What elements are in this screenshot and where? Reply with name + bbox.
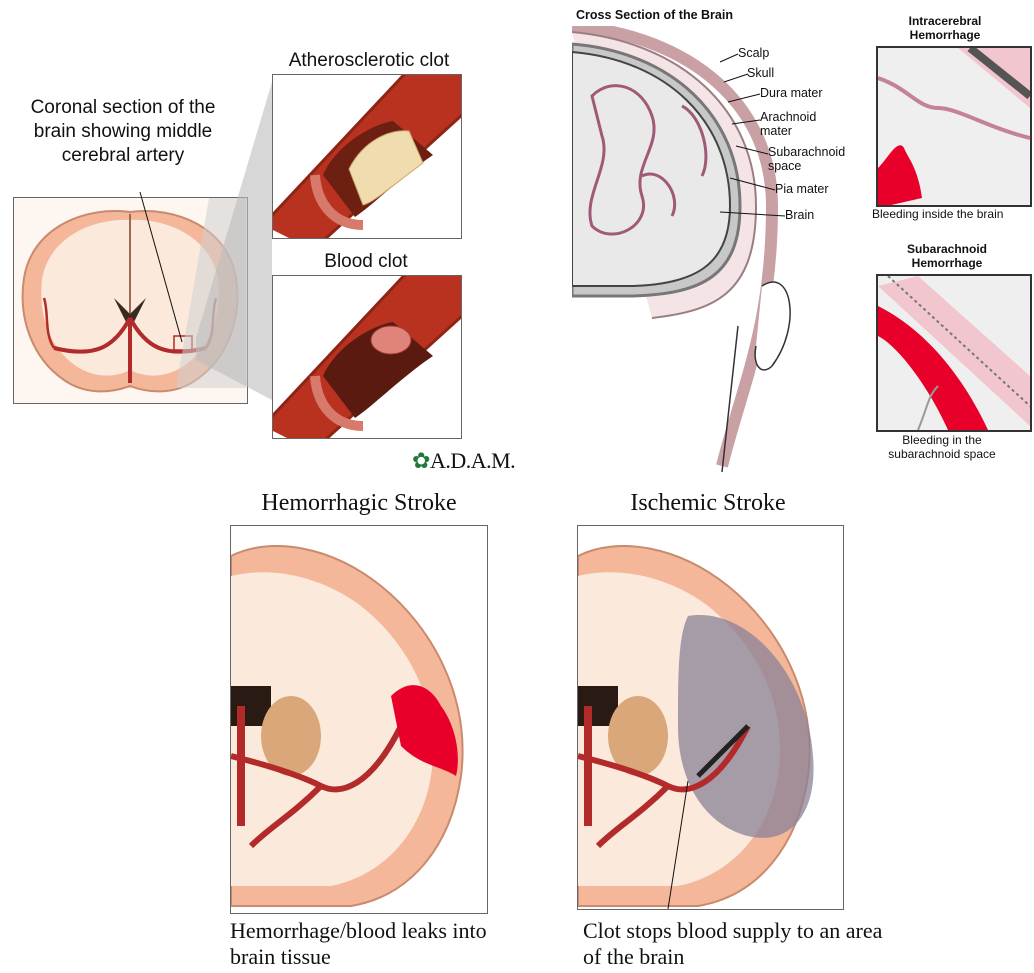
blood-clot-illustration [273,276,461,438]
intracerebral-title: Intracerebral Hemorrhage [890,14,1000,42]
adam-logo: ✿A.D.A.M. [412,448,515,474]
ischemic-caption: Clot stops blood supply to an area of th… [583,918,883,970]
ischemic-panel [577,525,844,910]
cross-section-title: Cross Section of the Brain [576,8,733,22]
subarachnoid-caption: Bleeding in the subarachnoid space [872,433,1012,461]
zoom-cone [196,40,276,420]
coronal-pointer-line [130,190,190,350]
hemorrhagic-caption: Hemorrhage/blood leaks into brain tissue [230,918,510,970]
athero-clot-illustration [273,75,461,238]
hemorrhagic-panel [230,525,488,914]
hemorrhagic-brain-illustration [231,526,487,913]
ischemic-title: Ischemic Stroke [578,490,838,517]
athero-clot-label: Atherosclerotic clot [276,50,462,72]
intracerebral-illustration [878,48,1030,205]
coronal-caption: Coronal section of the brain showing mid… [28,96,218,168]
hemorrhagic-title: Hemorrhagic Stroke [230,490,488,517]
subarachnoid-panel [876,274,1032,432]
subarachnoid-illustration [878,276,1030,430]
adam-leaf-icon: ✿ [412,448,430,473]
subarachnoid-title: Subarachnoid Hemorrhage [892,242,1002,270]
ischemic-brain-illustration [578,526,843,909]
blood-clot-panel [272,275,462,439]
athero-clot-panel [272,74,462,239]
intracerebral-caption: Bleeding inside the brain [872,207,1003,221]
intracerebral-panel [876,46,1032,207]
blood-clot-label: Blood clot [296,251,436,273]
cross-section-leader-lines [690,40,790,240]
